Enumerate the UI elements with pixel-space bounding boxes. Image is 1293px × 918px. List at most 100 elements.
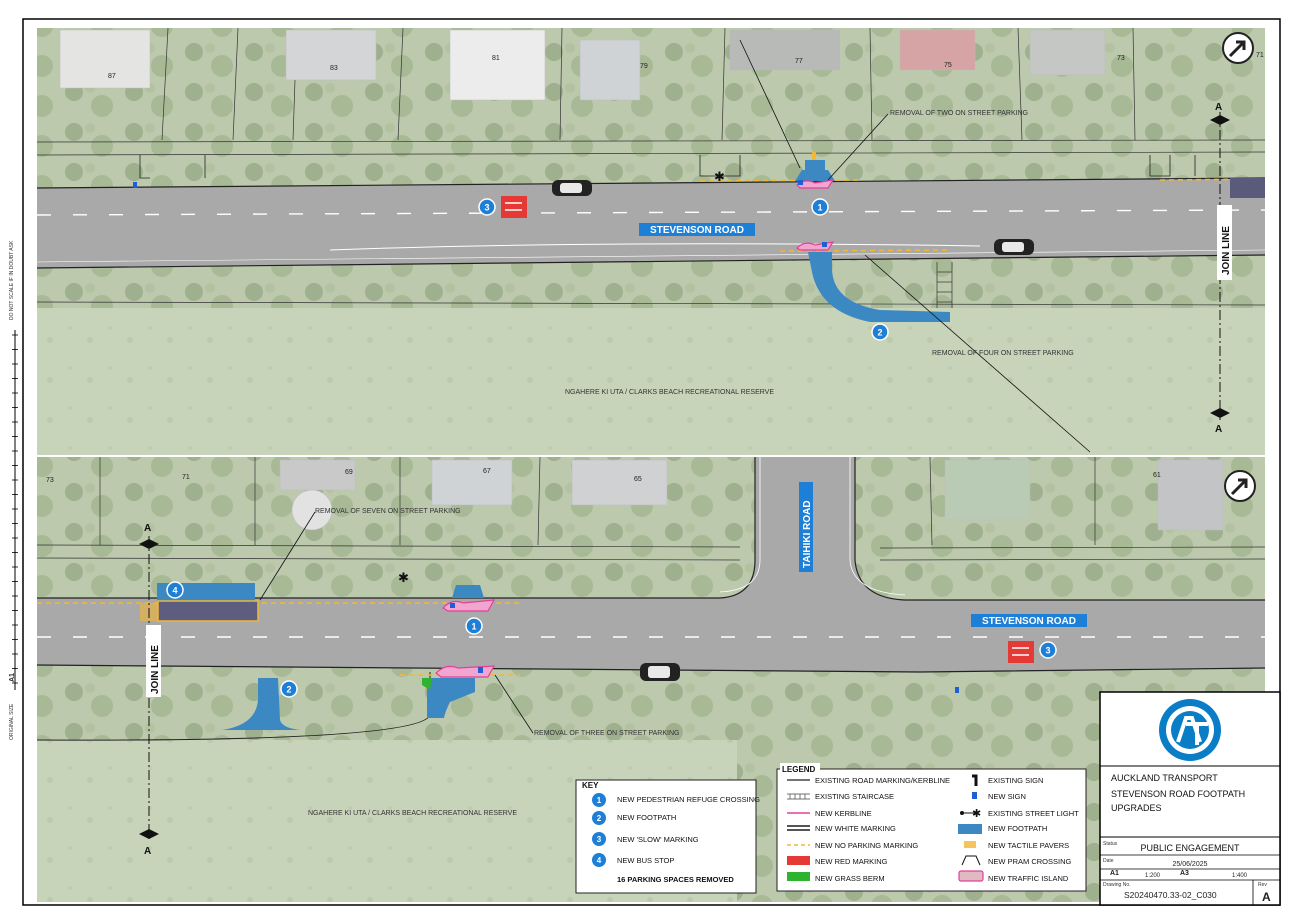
side-road-name: TAIHIKI ROAD xyxy=(802,500,813,568)
bottom-slow-marking xyxy=(1008,641,1034,663)
svg-text:81: 81 xyxy=(492,55,500,62)
svg-text:NEW NO PARKING MARKING: NEW NO PARKING MARKING xyxy=(815,841,918,850)
bottom-cars xyxy=(640,663,680,681)
top-join-line-label: JOIN LINE xyxy=(1221,226,1232,275)
bottom-new-footpath-right xyxy=(427,678,475,718)
tb-drawing-number: S20240470.33-02_C030 xyxy=(1124,890,1217,900)
key-item-3: 3 NEW 'SLOW' MARKING xyxy=(592,832,699,846)
legend-box: LEGEND EXISTING ROAD MARKING/KERBLINE EX… xyxy=(776,763,1087,892)
svg-text:1: 1 xyxy=(817,203,822,213)
top-refuge-crossing xyxy=(795,152,835,251)
bottom-north-arrow-icon xyxy=(1224,470,1256,502)
top-badge-footpath: 2 xyxy=(871,323,889,341)
top-badge-slow: 3 xyxy=(478,198,496,216)
top-new-footpath xyxy=(808,252,950,322)
svg-text:EXISTING STAIRCASE: EXISTING STAIRCASE xyxy=(815,792,894,801)
tb-scale-a3: 1:400 xyxy=(1232,873,1248,879)
top-road-name: STEVENSON ROAD xyxy=(650,225,744,236)
svg-text:87: 87 xyxy=(108,73,116,80)
bottom-bus-stop xyxy=(140,583,259,622)
top-north-arrow-icon xyxy=(1222,32,1254,64)
svg-text:NEW SIGN: NEW SIGN xyxy=(988,792,1026,801)
bottom-refuge-crossing xyxy=(435,585,496,678)
svg-text:Drawing No.: Drawing No. xyxy=(1103,882,1131,888)
svg-text:NEW PRAM CROSSING: NEW PRAM CROSSING xyxy=(988,857,1072,866)
svg-text:2: 2 xyxy=(286,685,291,695)
tb-org: AUCKLAND TRANSPORT xyxy=(1111,773,1218,783)
top-cars xyxy=(552,178,1265,255)
top-driveways xyxy=(139,155,1196,179)
legend-street-light-icon: ✱ xyxy=(960,808,981,820)
svg-text:A1: A1 xyxy=(1110,870,1119,877)
legend-left-labels: EXISTING ROAD MARKING/KERBLINE EXISTING … xyxy=(815,776,950,883)
bottom-road-name: STEVENSON ROAD xyxy=(982,616,1076,627)
svg-text:4: 4 xyxy=(172,586,177,596)
tb-scale-a1: 1:200 xyxy=(1145,873,1161,879)
key-summary: 16 PARKING SPACES REMOVED xyxy=(617,875,734,884)
svg-text:4: 4 xyxy=(597,856,602,865)
svg-text:2: 2 xyxy=(597,814,602,823)
key-title: KEY xyxy=(582,781,599,790)
bottom-reserve-label: NGAHERE KI UTA / CLARKS BEACH RECREATION… xyxy=(308,810,517,817)
side-scale: DO NOT SCALE IF IN DOUBT ASK ORIGINAL SI… xyxy=(9,240,18,740)
top-section-label-lower: A xyxy=(1215,424,1222,435)
svg-text:EXISTING STREET LIGHT: EXISTING STREET LIGHT xyxy=(988,809,1079,818)
svg-text:NEW TACTILE PAVERS: NEW TACTILE PAVERS xyxy=(988,841,1069,850)
bottom-road-name-box xyxy=(971,614,1087,627)
top-badge-crossing: 1 xyxy=(811,198,829,216)
svg-text:NEW RED MARKING: NEW RED MARKING xyxy=(815,857,888,866)
svg-text:NEW GRASS BERM: NEW GRASS BERM xyxy=(815,874,885,883)
top-street-light-icon: ✱ xyxy=(714,169,725,184)
svg-text:Date: Date xyxy=(1103,858,1114,864)
tb-project-line1: STEVENSON ROAD FOOTPATH xyxy=(1111,789,1245,799)
svg-text:3: 3 xyxy=(597,835,602,844)
svg-text:NEW PEDESTRIAN REFUGE CROSSING: NEW PEDESTRIAN REFUGE CROSSING xyxy=(617,795,760,804)
svg-text:75: 75 xyxy=(944,62,952,69)
bottom-badge-footpath: 2 xyxy=(280,680,298,698)
top-house-numbers: 87 83 81 79 77 75 73 71 xyxy=(108,52,1264,80)
svg-text:77: 77 xyxy=(795,58,803,65)
legend-title: LEGEND xyxy=(782,765,816,774)
svg-text:3: 3 xyxy=(484,203,489,213)
key-item-1: 1 NEW PEDESTRIAN REFUGE CROSSING xyxy=(592,793,760,807)
svg-text:69: 69 xyxy=(345,469,353,476)
bottom-existing-sign xyxy=(955,687,959,693)
top-road-name-box xyxy=(639,223,755,236)
svg-text:NEW FOOTPATH: NEW FOOTPATH xyxy=(617,813,676,822)
legend-existing-sign-icon xyxy=(972,774,978,786)
svg-text:3: 3 xyxy=(1045,646,1050,656)
bottom-badge-crossing: 1 xyxy=(465,617,483,635)
bottom-property-lines xyxy=(36,456,1266,561)
svg-text:83: 83 xyxy=(330,65,338,72)
side-road-name-box xyxy=(799,482,813,572)
top-slow-marking xyxy=(501,196,527,218)
svg-text:65: 65 xyxy=(634,476,642,483)
top-plan-panel: ✱ STEVENSON ROAD 87 83 81 79 77 75 73 71… xyxy=(36,27,1266,455)
top-callout-leaders xyxy=(739,39,1091,453)
svg-text:61: 61 xyxy=(1153,472,1161,479)
side-size-label: A1 xyxy=(9,673,16,682)
legend-new-sign-icon xyxy=(972,792,977,799)
tb-status: PUBLIC ENGAGEMENT xyxy=(1140,843,1240,853)
svg-text:73: 73 xyxy=(1117,55,1125,62)
bottom-badge-slow: 3 xyxy=(1039,641,1057,659)
bottom-note-parking-removal-three: REMOVAL OF THREE ON STREET PARKING xyxy=(534,730,679,737)
key-item-4: 4 NEW BUS STOP xyxy=(592,853,674,867)
bottom-badge-bus-stop: 4 xyxy=(166,581,184,599)
svg-text:73: 73 xyxy=(46,477,54,484)
bottom-new-footpath-left xyxy=(222,678,300,730)
bottom-house-numbers: 73 71 69 67 65 61 xyxy=(46,468,1161,484)
top-reserve-label: NGAHERE KI UTA / CLARKS BEACH RECREATION… xyxy=(565,389,774,396)
top-houses xyxy=(59,29,1106,101)
bottom-join-line-label: JOIN LINE xyxy=(150,645,161,694)
svg-text:71: 71 xyxy=(182,474,190,481)
svg-text:EXISTING SIGN: EXISTING SIGN xyxy=(988,776,1043,785)
top-existing-sign xyxy=(133,182,137,188)
svg-text:Rev: Rev xyxy=(1258,882,1267,888)
svg-text:Status: Status xyxy=(1103,841,1118,847)
top-section-label-upper: A xyxy=(1215,102,1222,113)
svg-text:NEW KERBLINE: NEW KERBLINE xyxy=(815,809,872,818)
bottom-callout-leaders xyxy=(259,511,534,734)
svg-text:✱: ✱ xyxy=(972,808,981,820)
svg-text:71: 71 xyxy=(1256,52,1264,59)
